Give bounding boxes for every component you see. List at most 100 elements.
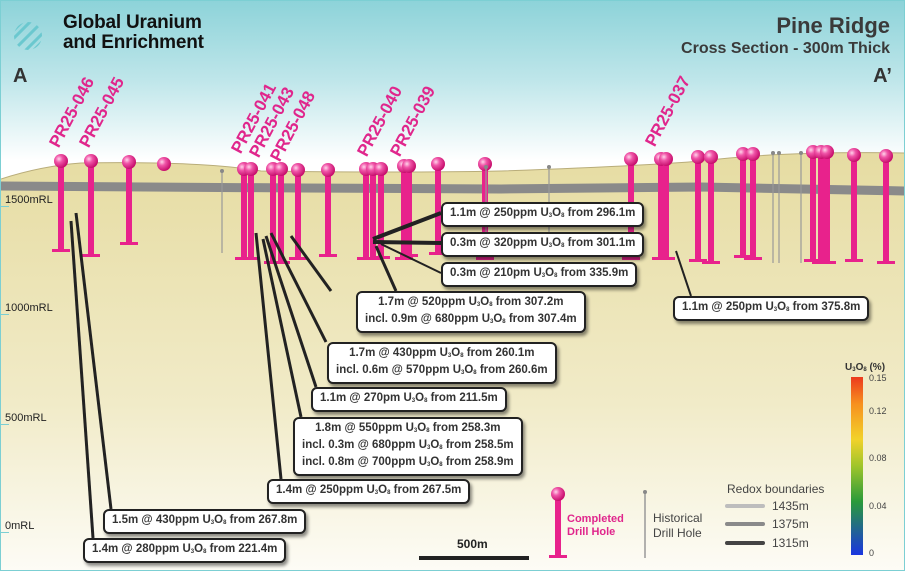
drill-hole-collar [274,162,288,176]
drill-hole-shaft [435,166,441,254]
drill-hole-foot [120,242,138,245]
drill-hole-collar [879,149,893,163]
callout-line: incl. 0.6m @ 570ppm U3O8 from 260.6m [336,364,548,376]
section-end-marker: A’ [873,65,892,87]
drill-hole-foot [702,261,720,264]
legend-historical-hole-icon [643,490,647,558]
drill-hole-shaft [810,154,816,261]
callout-line: incl. 0.8m @ 700ppm U3O8 from 258.9m [302,456,514,468]
callout-line: 1.7m @ 430ppm U3O8 from 260.1m [349,347,535,359]
drill-hole-shaft [278,171,284,263]
drill-hole-shaft [325,172,331,256]
callout-line: 1.1m @ 250ppm U3O8 from 296.1m [450,207,636,219]
legend-completed-line1: Completed [567,513,624,525]
elevation-tick [1,206,9,207]
callout-leader [372,211,442,241]
legend-historical-label: Historical Drill Hole [653,511,702,541]
drill-hole-foot [429,252,447,255]
drill-hole-foot [734,255,752,258]
callout-line: 1.1m @ 250pm U3O8 from 375.8m [682,301,861,313]
drill-hole-collar [54,154,68,168]
drill-hole-shaft [270,171,276,263]
section-start-marker: A [13,65,28,87]
drill-hole-foot [272,261,290,264]
callout-leader [289,235,333,292]
drill-hole-collar [431,157,445,171]
callout-leader [264,235,318,388]
colorbar-tick: 0.08 [869,453,887,463]
assay-callout: 1.7m @ 520ppm U3O8 from 307.2m incl. 0.9m… [356,291,586,333]
callout-line: 0.3m @ 320ppm U3O8 from 301.1m [450,237,636,249]
drill-hole-collar [291,163,305,177]
drill-hole-foot [242,257,260,260]
historical-hole-collar [547,165,551,169]
colorbar-tick: 0 [869,548,875,558]
drill-hole-shaft [824,154,830,263]
assay-callout: 1.1m @ 250ppm U3O8 from 296.1m [441,202,645,227]
historical-hole-collar [484,165,488,169]
callout-leader [372,240,442,245]
drill-hole-collar [704,150,718,164]
brand-name: Global Uranium and Enrichment [63,13,204,53]
drill-hole-collar [157,157,171,171]
striped-circle-icon [14,22,42,50]
drill-hole-collar [244,162,258,176]
drill-hole-collar [84,154,98,168]
drill-hole-shaft [126,164,132,244]
assay-callout: 1.5m @ 430ppm U3O8 from 267.8m [103,509,307,534]
colorbar-tick: 0.15 [869,373,887,383]
colorbar [851,377,863,555]
assay-callout: 1.4m @ 280ppm U3O8 from 221.4m [83,538,287,563]
drill-hole-shaft [58,163,64,251]
drill-hole-collar [402,159,416,173]
drill-hole-collar [321,163,335,177]
title-block: Pine Ridge Cross Section - 300m Thick [681,13,890,59]
callout-leader [675,250,692,297]
colorbar-tick: 0.04 [869,501,887,511]
assay-callout: 1.1m @ 270pm U3O8 from 211.5m [311,387,507,412]
drill-hole-foot [877,261,895,264]
callout-leader [374,245,398,292]
callout-line: 1.4m @ 280ppm U3O8 from 221.4m [92,543,278,555]
drill-hole-shaft [248,171,254,259]
drill-hole-shaft [663,161,669,259]
drill-hole-collar [624,152,638,166]
drill-hole-shaft [378,171,384,258]
drill-hole-shaft [750,156,756,259]
historical-hole-collar [220,169,224,173]
brand-line-1: Global Uranium [63,12,202,33]
drill-hole-collar [122,155,136,169]
legend-completed-hole-icon [549,487,567,558]
drill-hole-shaft [401,168,407,259]
drill-hole-foot [818,261,836,264]
callout-leader [269,232,328,343]
page-title: Pine Ridge [776,13,890,38]
assay-callout: 1.7m @ 430ppm U3O8 from 260.1m incl. 0.6m… [327,342,557,384]
page-subtitle: Cross Section - 300m Thick [681,40,890,57]
drill-hole-foot [319,254,337,257]
drill-hole-collar [659,152,673,166]
callout-line: 1.7m @ 520ppm U3O8 from 307.2m [378,296,564,308]
drill-hole-collar [820,145,834,159]
drill-hole-foot [804,259,822,262]
redox-legend-title: Redox boundaries [727,482,825,496]
drill-hole-collar [847,148,861,162]
assay-callout: 1.1m @ 250pm U3O8 from 375.8m [673,296,870,321]
scale-bar [419,556,529,560]
redox-boundary-band [1,181,904,196]
drill-hole-collar [374,162,388,176]
drill-hole-shaft [370,171,376,259]
brand-line-2: and Enrichment [63,32,204,53]
redox-legend-label: 1435m [772,499,809,513]
elevation-tick [1,424,9,425]
drill-hole-collar [746,147,760,161]
elevation-label: 1500mRL [5,194,53,206]
drill-hole-shaft [818,154,824,263]
colorbar-tick: 0.12 [869,406,887,416]
callout-line: 1.8m @ 550ppm U3O8 from 258.3m [315,422,501,434]
callout-line: incl. 0.9m @ 680ppm U3O8 from 307.4m [365,313,577,325]
legend-historical-line2: Drill Hole [653,526,702,540]
redox-legend-label: 1315m [772,536,809,550]
historical-hole-collar [777,151,781,155]
drill-hole-foot [622,257,640,260]
